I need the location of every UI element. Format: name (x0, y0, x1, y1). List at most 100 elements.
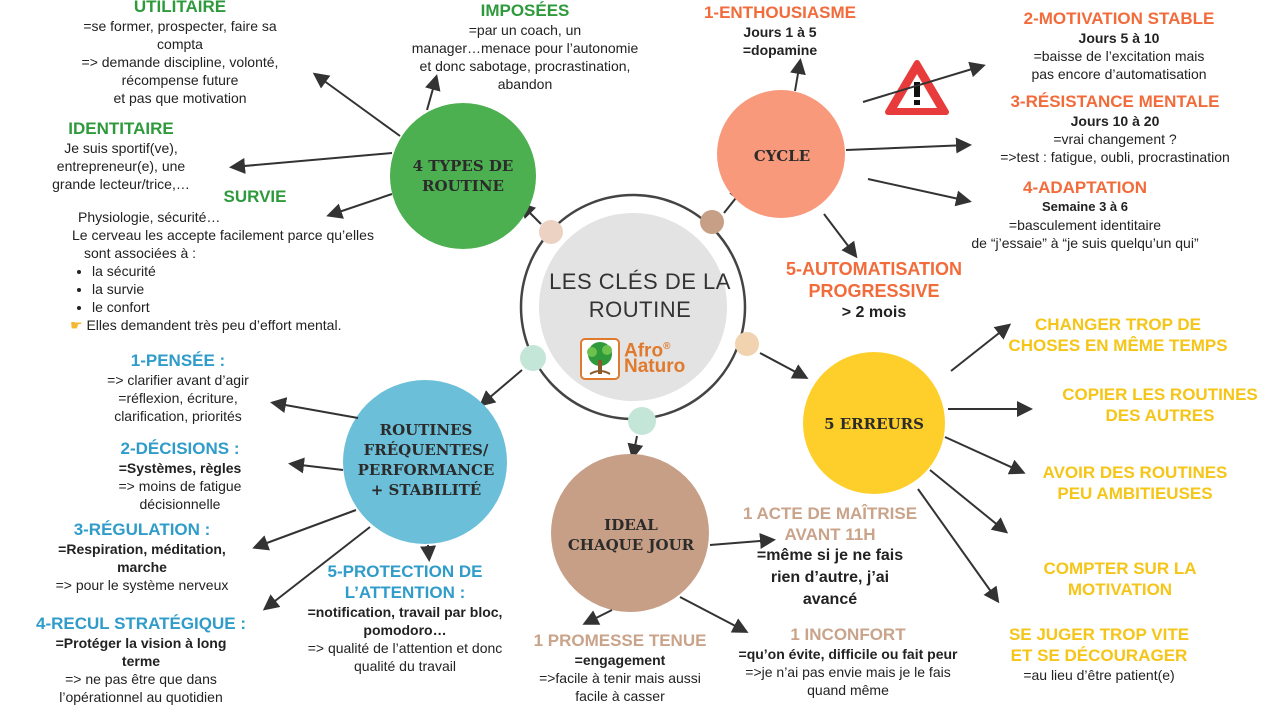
text-line: => clarifier avant d’agir (107, 372, 249, 388)
perf-label-line: PERFORMANCE (357, 461, 495, 479)
survie-title-block: SURVIE (205, 186, 305, 207)
arrow (845, 137, 972, 154)
text-line: =dopamine (742, 42, 818, 58)
ideal-title: 1 PROMESSE TENUE (533, 631, 707, 650)
cycle-step-4: 4-ADAPTATION Semaine 3 à 6 =basculement … (935, 177, 1235, 252)
text-line: grande lecteur/trice,… (52, 176, 190, 192)
arrow (709, 532, 776, 549)
bullet-item: le confort (92, 298, 412, 316)
perf-2: 2-DÉCISIONS : =Systèmes, règles => moins… (80, 438, 280, 513)
step-title: 2-MOTIVATION STABLE (1023, 9, 1215, 28)
text-line: décisionnelle (139, 496, 221, 512)
arrow (582, 609, 613, 625)
cycle-circle-label-text: CYCLE (753, 147, 811, 165)
arrow (790, 58, 806, 92)
cycle-circle-label: CYCLE (730, 144, 834, 168)
erreur-line: MOTIVATION (1067, 580, 1173, 599)
survie-note: Elles demandent très peu d’effort mental… (86, 317, 342, 333)
text-line: =baisse de l’excitation mais (1033, 48, 1205, 64)
arrow (944, 436, 1026, 475)
erreur-line: COMPTER SUR LA (1043, 559, 1197, 578)
text-line: => qualité de l’attention et donc (307, 640, 503, 656)
survie-title: SURVIE (223, 187, 287, 206)
tree-logo-icon (580, 338, 620, 380)
perf-label-line: + STABILITÉ (370, 481, 482, 499)
text-line: sont associées à : (84, 245, 197, 261)
erreur-1: CHANGER TROP DE CHOSES EN MÊME TEMPS (986, 314, 1250, 356)
step-title: PROGRESSIVE (808, 281, 940, 301)
perf-title: 3-RÉGULATION : (73, 520, 211, 539)
perf-title: 2-DÉCISIONS : (120, 439, 240, 458)
text-line: terme (121, 653, 161, 669)
cycle-step-3: 3-RÉSISTANCE MENTALE Jours 10 à 20 =vrai… (970, 91, 1260, 166)
step-title: 1-ENTHOUSIASME (703, 3, 857, 22)
arrow (288, 457, 344, 474)
brand-logo: Afro® Naturo (580, 338, 705, 382)
erreur-line: COPIER LES ROUTINES (1062, 385, 1258, 404)
arrow (917, 488, 1000, 604)
text-line: et donc sabotage, procrastination, (419, 58, 631, 74)
utilitaire-title: UTILITAIRE (133, 0, 227, 16)
step-sub: Jours 5 à 10 (1078, 30, 1160, 46)
erreur-line: CHOSES EN MÊME TEMPS (1008, 336, 1228, 355)
erreur-2: COPIER LES ROUTINES DES AUTRES (1044, 384, 1276, 426)
text-line: =par un coach, un (468, 22, 582, 38)
text-line: =>facile à tenir mais aussi (539, 670, 701, 686)
erreur-line: AVOIR DES ROUTINES (1042, 463, 1228, 482)
text-line: de “j’essaie” à “je suis quelqu’un qui” (971, 235, 1199, 251)
text-line: Je suis sportif(ve), (64, 140, 178, 156)
arrow (270, 397, 359, 419)
survie-block: Physiologie, sécurité… Le cerveau les ac… (70, 208, 412, 334)
text-line: abandon (497, 76, 553, 92)
perf-title: 5-PROTECTION DE (327, 562, 483, 581)
text-line: l’opérationnel au quotidien (59, 689, 223, 705)
arrow (929, 469, 1009, 534)
text-line: pas encore d’automatisation (1031, 66, 1207, 82)
bullet-item: la sécurité (92, 262, 412, 280)
perf-1: 1-PENSÉE : => clarifier avant d’agir =ré… (78, 350, 278, 425)
arrow (312, 72, 401, 137)
text-line: =même si je ne fais (756, 547, 904, 564)
ideal-label-line: CHAQUE JOUR (567, 536, 695, 554)
center-title: LES CLÉS DE LA ROUTINE (540, 268, 740, 324)
text-line: entrepreneur(e), une (56, 158, 186, 174)
perf-circle (343, 380, 507, 544)
text-line: =réflexion, écriture, (118, 390, 238, 406)
cycle-step-1: 1-ENTHOUSIASME Jours 1 à 5 =dopamine (680, 2, 880, 59)
arrow (425, 74, 441, 111)
center-title-line: LES CLÉS DE LA (549, 269, 731, 294)
text-line: => moins de fatigue (118, 478, 242, 494)
text-line: Jours 1 à 5 (743, 24, 817, 40)
text-line: rien d’autre, j’ai (770, 569, 890, 586)
text-line: => demande discipline, volonté, (81, 54, 279, 70)
text-line: =Respiration, méditation, (58, 541, 226, 557)
cycle-circle (717, 90, 845, 218)
imposees-block: IMPOSÉES =par un coach, un manager…menac… (384, 0, 666, 93)
ideal-inconfort: 1 INCONFORT =qu’on évite, difficile ou f… (718, 624, 978, 699)
erreur-line: ET SE DÉCOURAGER (1010, 646, 1188, 665)
connector-dot (628, 407, 656, 435)
erreur-line: CHANGER TROP DE (1035, 315, 1201, 334)
perf-label-line: ROUTINES (379, 421, 473, 439)
ideal-circle-label: IDEAL CHAQUE JOUR (556, 513, 706, 557)
perf-3: 3-RÉGULATION : =Respiration, méditation,… (20, 519, 264, 594)
erreur-3: AVOIR DES ROUTINES PEU AMBITIEUSES (1024, 462, 1246, 504)
arrow (823, 213, 858, 259)
bullet-item: la survie (92, 280, 412, 298)
erreurs-circle (803, 352, 945, 494)
arrow (252, 509, 357, 551)
text-line: marche (117, 559, 167, 575)
arrow (679, 596, 749, 633)
erreur-line: SE JUGER TROP VITE (1008, 625, 1190, 644)
types-circle (390, 103, 536, 249)
connector-line (478, 369, 523, 407)
text-line: pomodoro… (363, 622, 447, 638)
arrow (950, 323, 1012, 372)
connector-line (627, 435, 644, 460)
utilitaire-block: UTILITAIRE =se former, prospecter, faire… (60, 0, 300, 107)
cycle-step-2: 2-MOTIVATION STABLE Jours 5 à 10 =baisse… (990, 8, 1248, 83)
perf-label-line: FRÉQUENTES/ (363, 441, 489, 459)
connector-dot (735, 332, 759, 356)
connector-dot (539, 220, 563, 244)
